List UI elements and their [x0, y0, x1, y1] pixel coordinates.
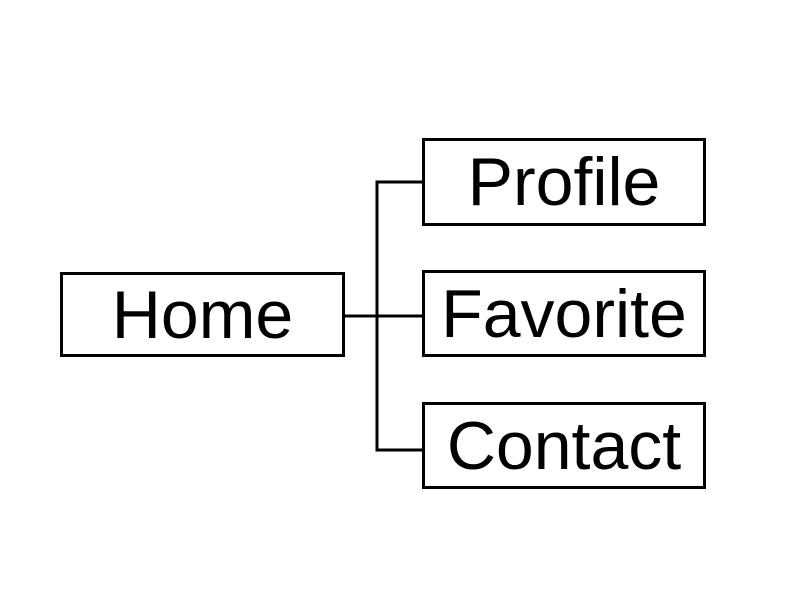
node-contact-label: Contact — [446, 407, 682, 484]
node-profile-label: Profile — [467, 144, 661, 220]
node-home: Home — [60, 272, 345, 357]
node-favorite: Favorite — [422, 270, 706, 357]
node-profile: Profile — [422, 138, 706, 226]
node-contact: Contact — [422, 402, 706, 489]
node-home-label: Home — [111, 276, 294, 353]
node-favorite-label: Favorite — [441, 275, 687, 352]
